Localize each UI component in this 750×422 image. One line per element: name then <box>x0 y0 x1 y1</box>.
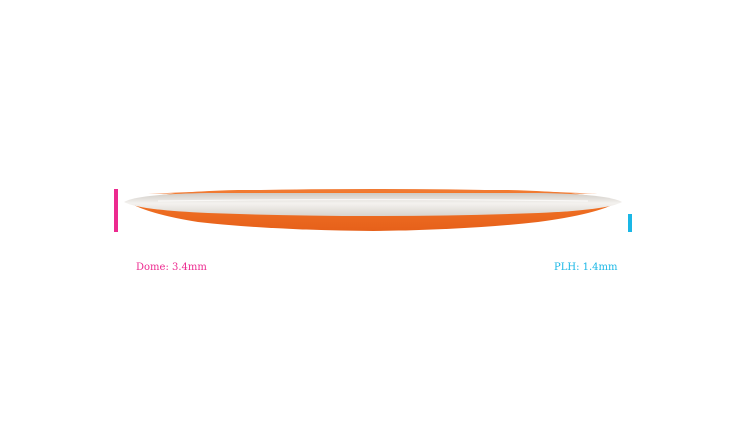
plh-label: PLH: 1.4mm <box>554 262 618 273</box>
dome-label: Dome: 3.4mm <box>136 262 207 273</box>
disc-profile-image <box>124 189 622 231</box>
plh-height-marker <box>628 214 632 232</box>
dome-height-marker <box>114 189 118 232</box>
disc-top-lip <box>148 189 598 194</box>
disc-top-surface <box>124 193 622 216</box>
